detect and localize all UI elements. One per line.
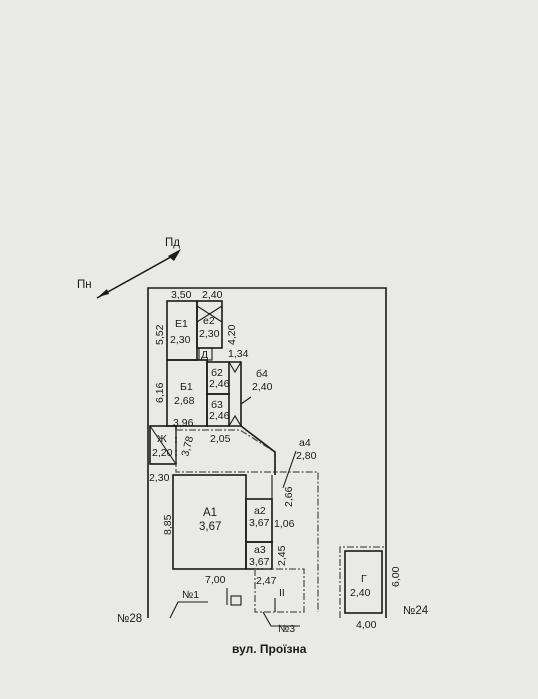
dim-2-45: 2,45	[276, 545, 288, 566]
compass-north-label: Пн	[77, 279, 92, 291]
neighbor-right-label: №24	[403, 605, 429, 617]
room-E1	[166, 300, 198, 361]
room-a4-name: а4	[299, 437, 311, 449]
courtyard-outline	[176, 429, 319, 612]
room-E1-name: Е1	[175, 318, 188, 330]
room-G	[344, 550, 383, 614]
dim-3-78: 3,78	[179, 435, 196, 458]
dim-4-20: 4,20	[226, 324, 238, 345]
room-Zh-name: Ж	[157, 433, 167, 445]
dim-3-96: 3,96	[173, 417, 194, 429]
dim-7-00: 7,00	[205, 574, 226, 586]
room-G-height: 2,40	[350, 587, 371, 599]
room-A1-height: 3,67	[199, 521, 221, 533]
room-b2-name: б2	[211, 367, 223, 379]
room-b3-height: 2,46	[209, 410, 230, 422]
room-a3-name: а3	[254, 544, 266, 556]
compass-arrow	[96, 249, 181, 299]
neighbor-left-label: №28	[117, 613, 142, 625]
dim-1-06: 1,06	[274, 518, 295, 530]
dim-6-00: 6,00	[390, 566, 402, 587]
room-B1-name: Б1	[180, 381, 193, 393]
room-G-name: Г	[361, 573, 367, 585]
room-b3-name: б3	[211, 399, 223, 411]
room-E1-height: 2,30	[170, 334, 191, 346]
room-a4-height: 2,80	[296, 450, 317, 462]
room-G-outline	[339, 546, 386, 618]
room-a3-height: 3,67	[249, 556, 270, 568]
room-A1-name: А1	[203, 507, 217, 519]
zone-II	[254, 568, 305, 613]
dim-2-30: 2,30	[149, 472, 170, 484]
room-a4	[240, 425, 276, 475]
room-b4	[229, 361, 242, 427]
dim-2-40: 2,40	[202, 289, 223, 301]
dim-2-47: 2,47	[256, 575, 277, 587]
room-a2-name: а2	[254, 505, 266, 517]
room-e2-name: е2	[203, 315, 215, 327]
entrance-1-marker	[169, 601, 208, 619]
dim-8-85: 8,85	[162, 514, 174, 535]
room-Zh-height: 2,20	[152, 447, 173, 459]
entrance-3-label: №3	[278, 623, 295, 635]
compass-south-label: Пд	[165, 237, 180, 249]
plot-boundary	[147, 287, 387, 618]
room-e2-height: 2,30	[199, 328, 220, 340]
entrance-3-marker	[262, 611, 300, 627]
dim-3-50: 3,50	[171, 289, 192, 301]
street-label: вул. Проїзна	[232, 642, 307, 656]
well-symbol	[230, 595, 242, 606]
room-a2-height: 3,67	[249, 517, 270, 529]
dim-2-05: 2,05	[210, 433, 231, 445]
dim-1-34: 1,34	[228, 348, 249, 360]
room-b4-height: 2,40	[252, 381, 273, 393]
room-B1-height: 2,68	[174, 395, 195, 407]
room-b4-name: б4	[256, 368, 268, 380]
room-D-name: Д	[201, 349, 208, 361]
dim-2-66: 2,66	[283, 486, 295, 507]
dim-5-52: 5,52	[154, 324, 166, 345]
dim-4-00: 4,00	[356, 619, 377, 631]
room-b2-height: 2,46	[209, 378, 230, 390]
zone-II-label: II	[279, 587, 285, 599]
entrance-1-label: №1	[182, 589, 199, 601]
room-b3	[206, 393, 230, 427]
dim-6-16: 6,16	[154, 382, 166, 403]
